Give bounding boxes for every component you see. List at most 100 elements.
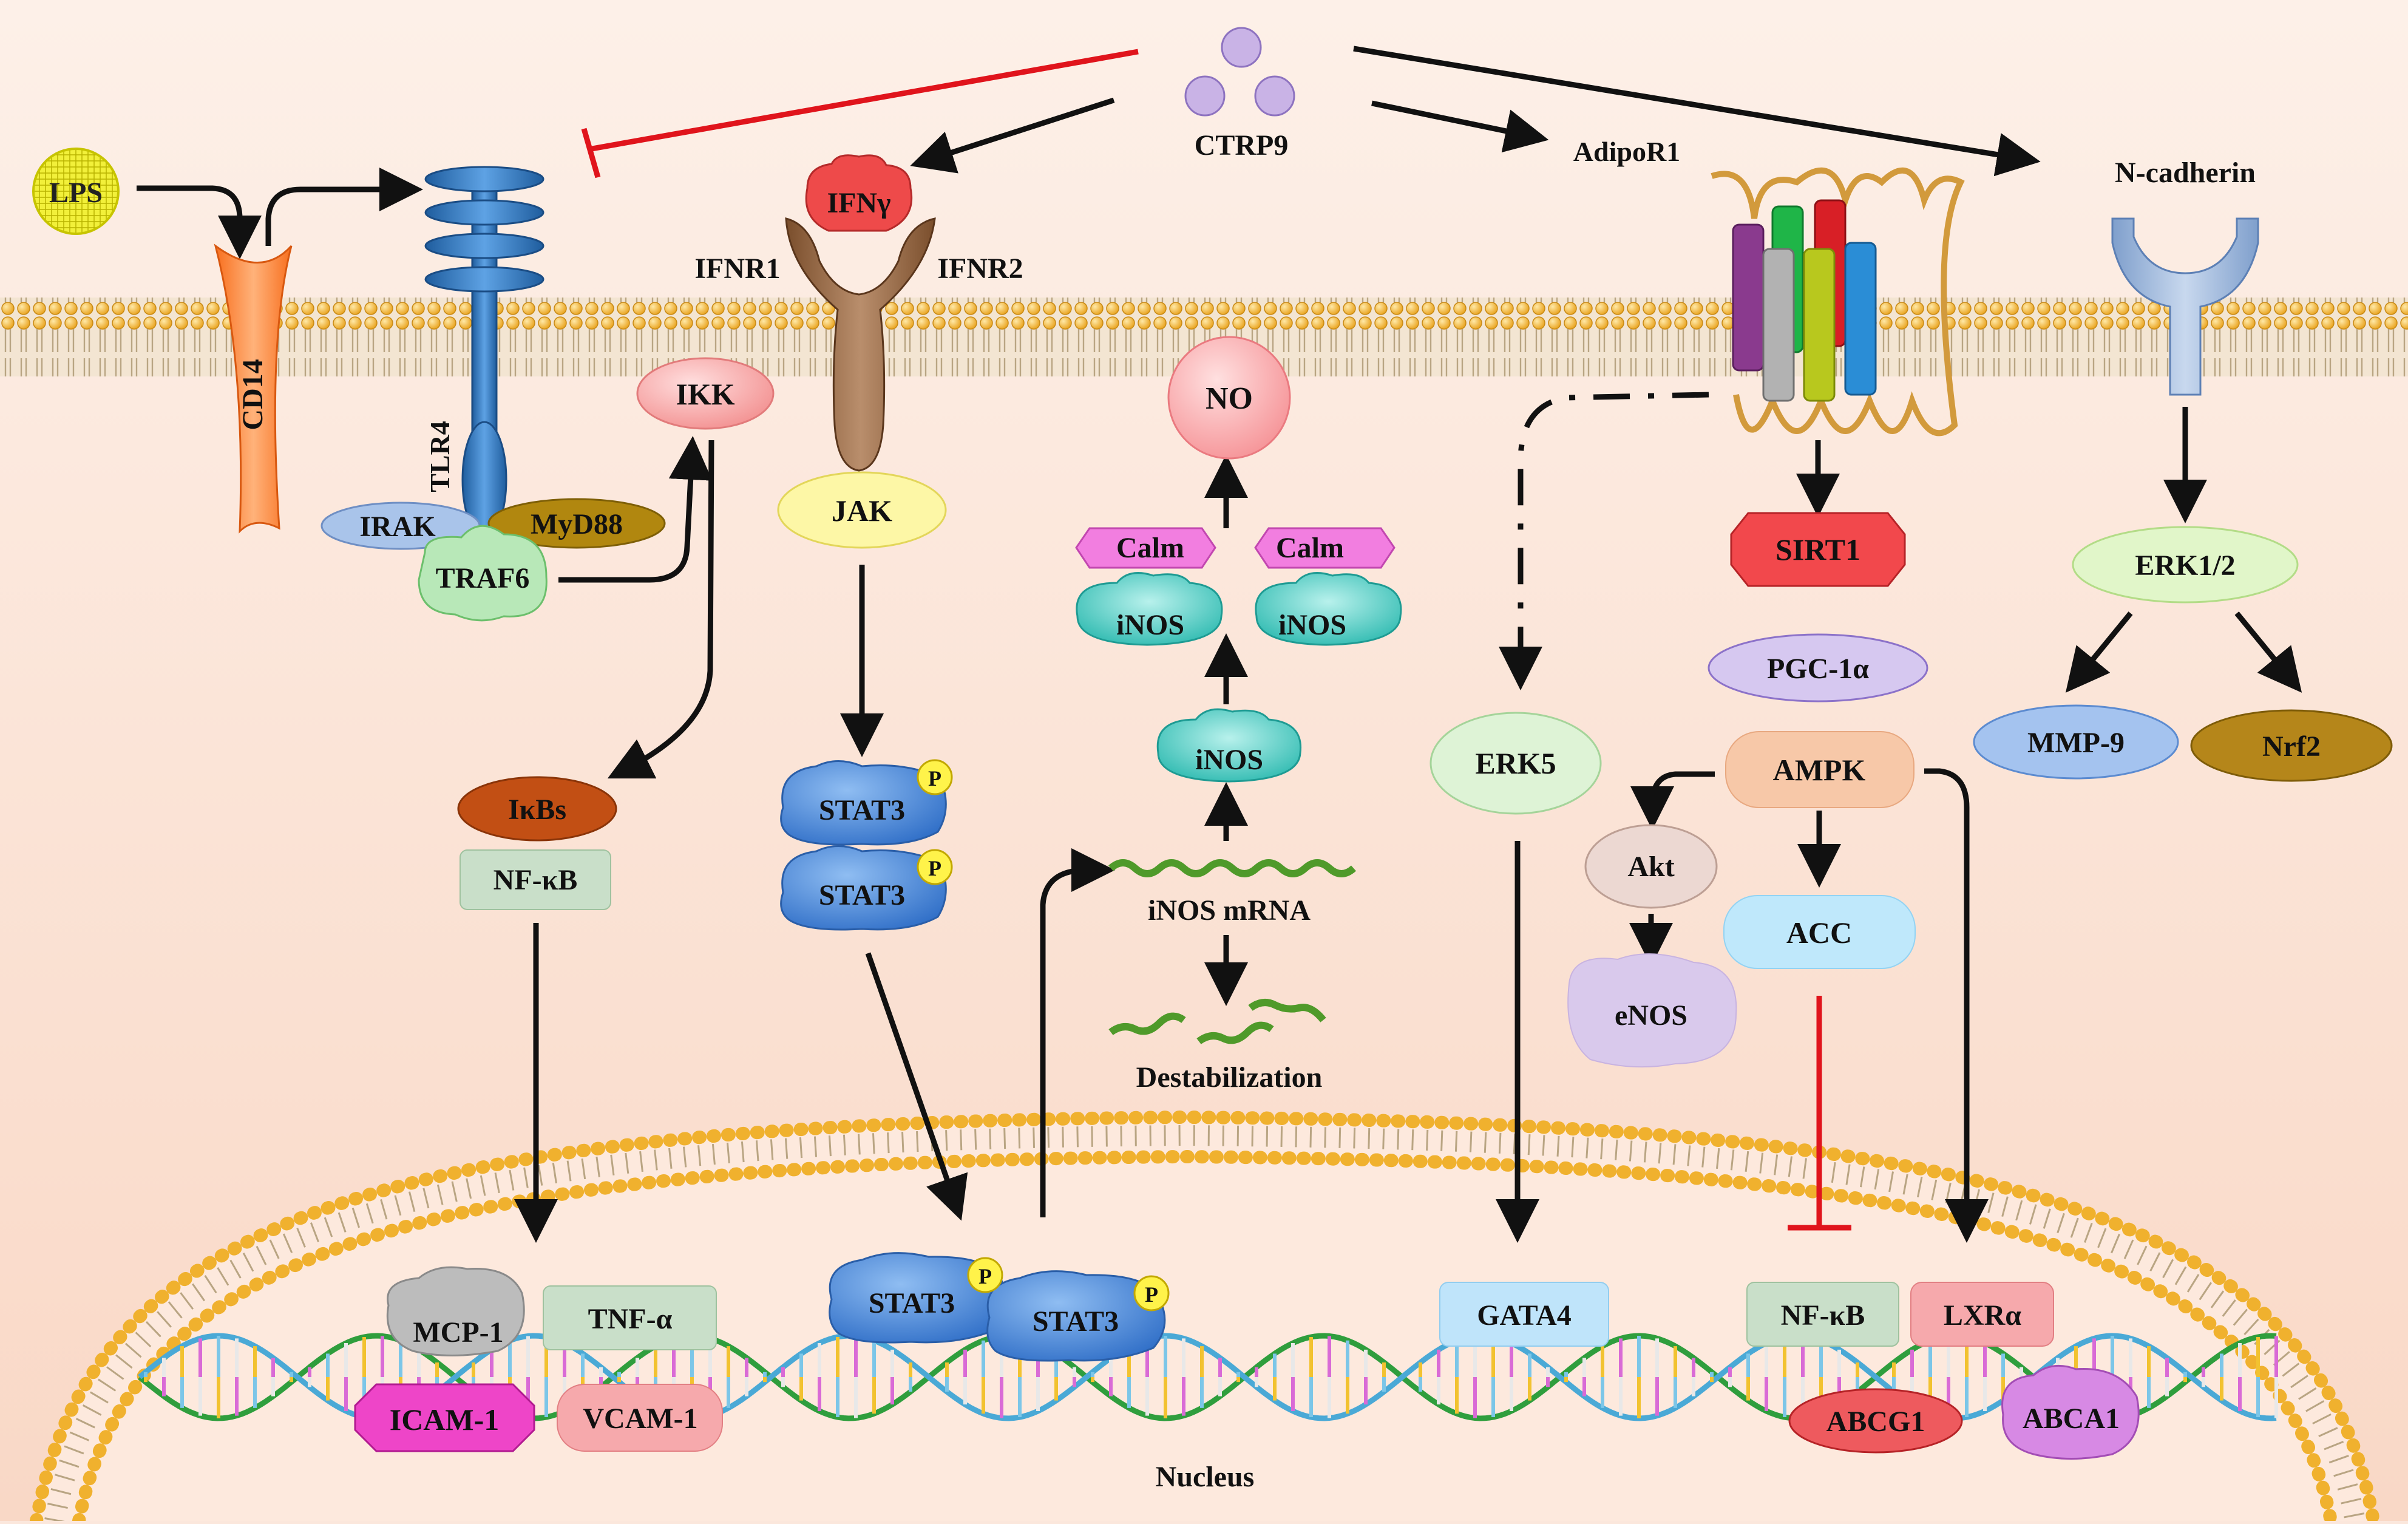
- myd88-node: [487, 498, 666, 549]
- nrf2-label: Nrf2: [2262, 730, 2321, 763]
- pgc1a-node: [1708, 633, 1928, 702]
- arrow-erk12-mmp9: [2065, 611, 2133, 693]
- nuclear-envelope-outer: [30, 1110, 2380, 1524]
- ncadherin-label: N-cadherin: [2115, 157, 2256, 189]
- inos-label-left: iNOS: [1116, 609, 1184, 641]
- gata4-node: [1439, 1282, 1609, 1347]
- pgc1a-label: PGC-1α: [1767, 653, 1869, 685]
- phospho-label-1: P: [928, 766, 941, 791]
- arrow-stat3-mrna: [1040, 848, 1115, 1217]
- nfkb-cytoplasm-node: [460, 849, 611, 910]
- stat3-label-lower: STAT3: [819, 879, 905, 911]
- arrow-ikk-ikbs: [607, 440, 714, 779]
- sirt1-label: SIRT1: [1775, 532, 1860, 566]
- irak-label: IRAK: [359, 511, 435, 543]
- gata4-label: GATA4: [1477, 1299, 1572, 1332]
- no-label: NO: [1206, 381, 1253, 416]
- icam1-label: ICAM-1: [390, 1403, 500, 1437]
- ifng-node: [805, 154, 913, 232]
- nuclear-envelope-inner: [72, 1149, 2338, 1524]
- stat3-nuclear-label-2: STAT3: [1033, 1305, 1119, 1338]
- inos-node: [1156, 708, 1302, 783]
- inhibit-ctrp9-tlr4: [591, 49, 1139, 152]
- calm-label-right: Calm: [1276, 532, 1344, 564]
- arrow-cd14-tlr4: [265, 168, 423, 246]
- vcam1-node: [557, 1384, 723, 1452]
- ctrp9-trimer: [1184, 27, 1295, 117]
- arrow-ctrp9-ifng: [910, 97, 1115, 174]
- stat3-dimer-cytoplasm: [780, 759, 953, 931]
- traf6-label: TRAF6: [436, 562, 530, 594]
- arrow-adipor1-erk5-dashed: [1499, 392, 1709, 690]
- adipor1-label: AdipoR1: [1573, 136, 1680, 167]
- mmp9-label: MMP-9: [2027, 727, 2125, 759]
- cd14-label: CD14: [237, 359, 269, 430]
- abcg1-label: ABCG1: [1826, 1406, 1925, 1438]
- mcp1-label: MCP-1: [413, 1316, 503, 1349]
- arrow-stat3-nucleus: [865, 952, 968, 1221]
- ifnr2-label: IFNR2: [937, 253, 1023, 285]
- nrf2-node: [2190, 709, 2393, 782]
- arrow-traf6-ikk: [558, 436, 713, 583]
- arrow-erk12-nrf2: [2234, 611, 2302, 693]
- nfkb-nucleus-label: NF-κB: [1781, 1299, 1865, 1332]
- erk5-label: ERK5: [1475, 746, 1556, 780]
- acc-node: [1723, 895, 1916, 969]
- akt-label: Akt: [1627, 851, 1674, 883]
- ampk-node: [1725, 731, 1915, 808]
- stat3-label-upper: STAT3: [819, 794, 905, 826]
- no-node: [1167, 336, 1291, 460]
- calm-inos-complex-left: [1075, 527, 1223, 646]
- abcg1-node: [1788, 1388, 1963, 1454]
- arrow-ctrp9-adipor1: [1371, 100, 1549, 153]
- acc-label: ACC: [1786, 916, 1852, 950]
- inos-mrna-strand: [1108, 859, 1357, 877]
- inos-label: iNOS: [1195, 744, 1263, 776]
- inhibition-lines: [581, 49, 1851, 1231]
- myd88-label: MyD88: [531, 508, 623, 540]
- inos-mrna-label: iNOS mRNA: [1148, 894, 1311, 927]
- phospho-label-4: P: [1145, 1282, 1158, 1307]
- ncadherin-receptor: [2111, 217, 2259, 396]
- ctrp9-label: CTRP9: [1195, 129, 1289, 162]
- enos-node: [1567, 953, 1737, 1068]
- calm-label-left: Calm: [1116, 532, 1184, 564]
- lps-label: LPS: [49, 177, 103, 209]
- lps-node: [32, 148, 120, 235]
- mrna-fragments: [1108, 999, 1326, 1044]
- jak-label: JAK: [832, 494, 892, 528]
- arrow-ctrp9-ncadherin: [1353, 46, 2041, 177]
- erk12-label: ERK1/2: [2135, 549, 2235, 582]
- ifng-label: IFNγ: [827, 187, 890, 219]
- erk5-node: [1430, 712, 1602, 815]
- nucleus-label: Nucleus: [1156, 1461, 1255, 1493]
- ifnr-receptor: [785, 217, 936, 472]
- akt-node: [1584, 824, 1718, 909]
- calm-inos-complex-right: [1254, 527, 1402, 646]
- arrow-ampk-akt: [1630, 771, 1715, 830]
- ampk-label: AMPK: [1773, 753, 1866, 787]
- arrow-lps-cd14: [137, 185, 262, 259]
- tlr4-label: TLR4: [424, 421, 455, 492]
- traf6-node: [418, 525, 548, 622]
- enos-label: eNOS: [1615, 999, 1687, 1032]
- adipor1-receptor: [1711, 167, 1965, 437]
- jak-node: [777, 471, 947, 549]
- tlr4-receptor: [424, 166, 544, 539]
- mcp1-node: [386, 1266, 525, 1356]
- ikbs-node: [457, 776, 617, 842]
- vcam1-label: VCAM-1: [583, 1403, 697, 1435]
- sirt1-node: [1730, 512, 1906, 587]
- stat3-nuclear-label-1: STAT3: [869, 1287, 955, 1319]
- icam1-node: [354, 1383, 535, 1452]
- nfkb-cytoplasm-label: NF-κB: [493, 864, 578, 896]
- ikk-label: IKK: [676, 377, 734, 411]
- tnfa-label: TNF-α: [588, 1303, 673, 1335]
- erk12-node: [2072, 526, 2299, 604]
- mmp9-node: [1973, 704, 2179, 780]
- phospho-label-3: P: [978, 1264, 992, 1288]
- cd14-receptor: [214, 243, 293, 534]
- activation-arrows: [137, 46, 2302, 1243]
